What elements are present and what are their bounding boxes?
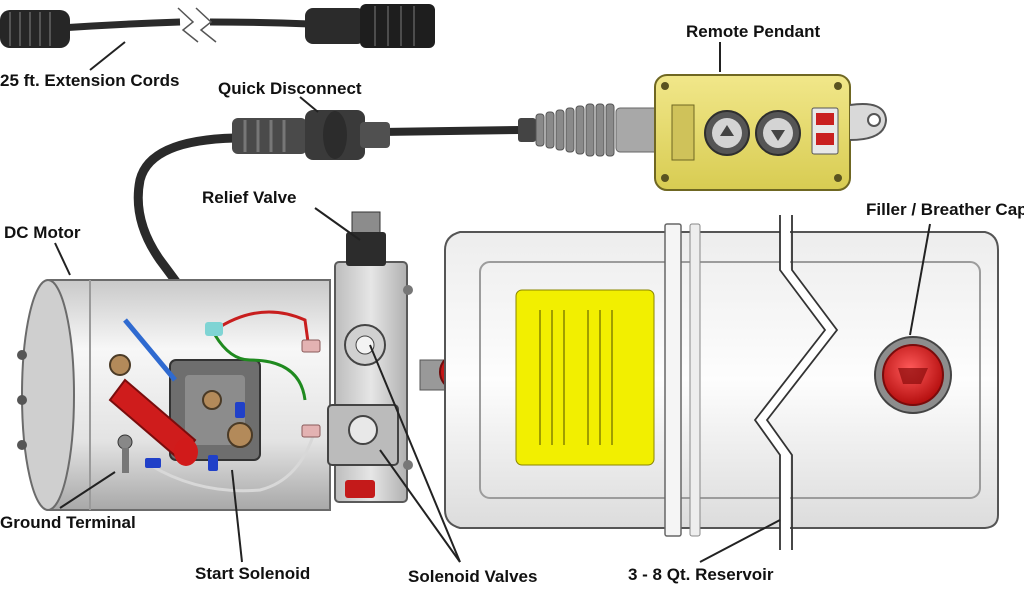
- arrow-down-icon: [771, 130, 785, 141]
- extension-cord: [0, 4, 435, 48]
- label-filler-breather: Filler / Breather Cap: [866, 200, 1024, 219]
- remote-pendant: [654, 74, 888, 191]
- valve-manifold: [327, 211, 413, 503]
- label-solenoid-valves: Solenoid Valves: [408, 567, 538, 586]
- arrow-up-icon: [720, 125, 734, 136]
- cyan-terminal: [205, 322, 223, 336]
- label-extension-cords: 25 ft. Extension Cords: [0, 71, 180, 90]
- label-reservoir: 3 - 8 Qt. Reservoir: [628, 565, 774, 584]
- start-solenoid: [108, 354, 261, 473]
- leader-lines: [54, 41, 931, 563]
- pink-connectors: [301, 339, 321, 438]
- quick-disconnect-connector: [232, 110, 390, 160]
- blue-connectors: [145, 402, 245, 471]
- pendant-strain-relief: [518, 103, 659, 157]
- label-start-solenoid: Start Solenoid: [195, 564, 311, 583]
- wire-blue: [123, 318, 177, 382]
- label-dc-motor: DC Motor: [4, 223, 81, 242]
- filler-breather-cap: [874, 336, 952, 414]
- label-ground-terminal: Ground Terminal: [0, 513, 136, 532]
- pendant-cable: [379, 126, 521, 136]
- wire-red: [214, 310, 310, 343]
- label-quick-disconnect: Quick Disconnect: [218, 79, 362, 98]
- warning-label: [515, 289, 655, 466]
- wire-white: [149, 429, 317, 493]
- label-relief-valve: Relief Valve: [202, 188, 297, 207]
- label-remote-pendant: Remote Pendant: [686, 22, 821, 41]
- wire-green: [213, 334, 307, 401]
- break-lines: [753, 215, 839, 550]
